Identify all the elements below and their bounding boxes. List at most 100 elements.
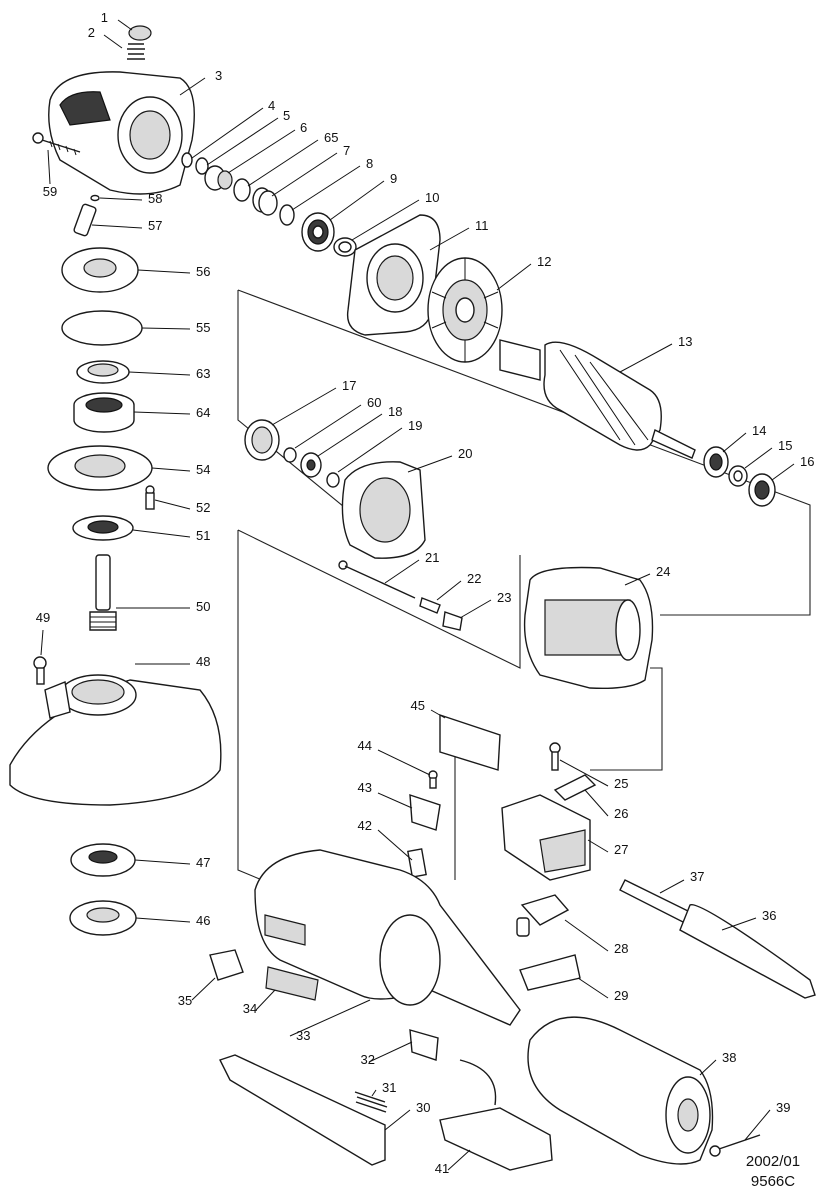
part-38-rear-cover	[527, 1016, 714, 1165]
callout-number-54: 54	[196, 462, 210, 477]
callout-number-47: 47	[196, 855, 210, 870]
callout-number-42: 42	[358, 818, 372, 833]
part-37-cord	[619, 879, 692, 923]
part-7-spring	[252, 187, 278, 216]
part-3-gear-housing	[48, 71, 195, 195]
callout-leader-55	[141, 327, 191, 330]
part-15-washer	[728, 465, 748, 487]
part-25-screw	[549, 742, 561, 771]
part-11-bearing-box	[346, 214, 441, 336]
callout-number-32: 32	[361, 1052, 375, 1067]
callout-number-41: 41	[435, 1161, 449, 1176]
part-2-spring	[127, 43, 145, 60]
callout-leader-33	[289, 999, 371, 1037]
callout-number-16: 16	[800, 454, 814, 469]
callout-leader-28	[564, 919, 609, 952]
callout-leader-54	[151, 467, 191, 472]
part-44-screw	[428, 770, 438, 789]
callout-leader-46	[135, 917, 191, 923]
callout-leader-16	[771, 463, 795, 481]
callout-leader-12	[496, 263, 532, 291]
callout-number-43: 43	[358, 780, 372, 795]
callout-leader-6	[227, 129, 296, 174]
part-17-insulation-washer	[244, 419, 280, 461]
part-39-screw	[709, 1134, 761, 1157]
callout-leader-11	[429, 227, 470, 251]
part-9-bearing	[301, 212, 335, 252]
callout-leader-44	[377, 749, 431, 776]
callout-leader-27	[587, 839, 609, 853]
callout-number-58: 58	[148, 191, 162, 206]
part-45-label	[439, 714, 501, 771]
callout-leader-51	[132, 529, 191, 538]
part-56-bevel-gear	[61, 247, 139, 293]
callout-leader-5	[206, 117, 279, 166]
callout-number-18: 18	[388, 404, 402, 419]
part-5-washer	[195, 157, 209, 175]
part-29-switch-bracket	[519, 954, 581, 991]
callout-number-27: 27	[614, 842, 628, 857]
part-26-clamp	[553, 774, 597, 801]
callout-leader-42	[377, 829, 413, 861]
assembly-guide-lines	[237, 289, 811, 881]
callout-number-24: 24	[656, 564, 670, 579]
part-47-inner-flange	[70, 843, 136, 877]
callout-leader-49	[40, 629, 44, 656]
callout-leader-23	[459, 599, 492, 619]
part-59-screw	[32, 132, 81, 156]
callout-number-30: 30	[416, 1100, 430, 1115]
callout-leader-39	[744, 1109, 771, 1141]
part-46-lock-nut	[69, 900, 137, 936]
callout-number-51: 51	[196, 528, 210, 543]
callout-leader-9	[329, 180, 385, 221]
callout-leader-19	[337, 427, 403, 473]
callout-number-21: 21	[425, 550, 439, 565]
part-27-switch-box	[501, 794, 591, 881]
callout-number-36: 36	[762, 908, 776, 923]
callout-number-38: 38	[722, 1050, 736, 1065]
callout-number-6: 6	[300, 120, 307, 135]
part-21-screw	[338, 560, 416, 599]
part-34-label	[265, 966, 319, 1001]
part-14-bearing	[703, 446, 729, 478]
part-33-motor-housing	[254, 849, 521, 1026]
part-63-retainer	[76, 360, 130, 384]
callout-leader-43	[377, 792, 413, 809]
part-52-screw	[145, 485, 155, 510]
callout-leader-13	[619, 343, 673, 373]
callout-leader-47	[134, 859, 191, 865]
part-12-fan	[427, 257, 503, 363]
part-8-ring	[279, 204, 295, 226]
part-60-washer	[283, 447, 297, 463]
callout-leader-1	[117, 19, 133, 31]
part-41-noise-suppressor	[439, 1059, 553, 1171]
part-20-baffle-plate	[341, 461, 426, 559]
callout-number-17: 17	[342, 378, 356, 393]
part-36-strain-relief	[679, 904, 816, 999]
callout-number-56: 56	[196, 264, 210, 279]
callout-leader-34	[255, 989, 276, 1011]
callout-leader-63	[128, 371, 191, 376]
part-13-armature	[499, 339, 696, 459]
callout-leader-56	[137, 269, 191, 274]
callout-leader-35	[191, 977, 216, 1001]
callout-number-7: 7	[343, 143, 350, 158]
callout-number-50: 50	[196, 599, 210, 614]
callout-layer: 1234566578910111213141516176018192021222…	[36, 10, 815, 1176]
callout-number-12: 12	[537, 254, 551, 269]
callout-number-34: 34	[243, 1001, 257, 1016]
callout-leader-18	[317, 413, 383, 457]
callout-number-23: 23	[497, 590, 511, 605]
callout-number-37: 37	[690, 869, 704, 884]
part-22-brush-holder	[419, 597, 441, 614]
callout-leader-41	[447, 1149, 471, 1171]
callout-leader-65	[247, 139, 319, 187]
callout-leader-7	[271, 152, 338, 197]
callout-number-15: 15	[778, 438, 792, 453]
callout-leader-45	[430, 709, 446, 719]
part-54-bearing-box	[47, 445, 153, 491]
callout-leader-10	[351, 199, 420, 241]
part-10-washer	[333, 237, 357, 257]
